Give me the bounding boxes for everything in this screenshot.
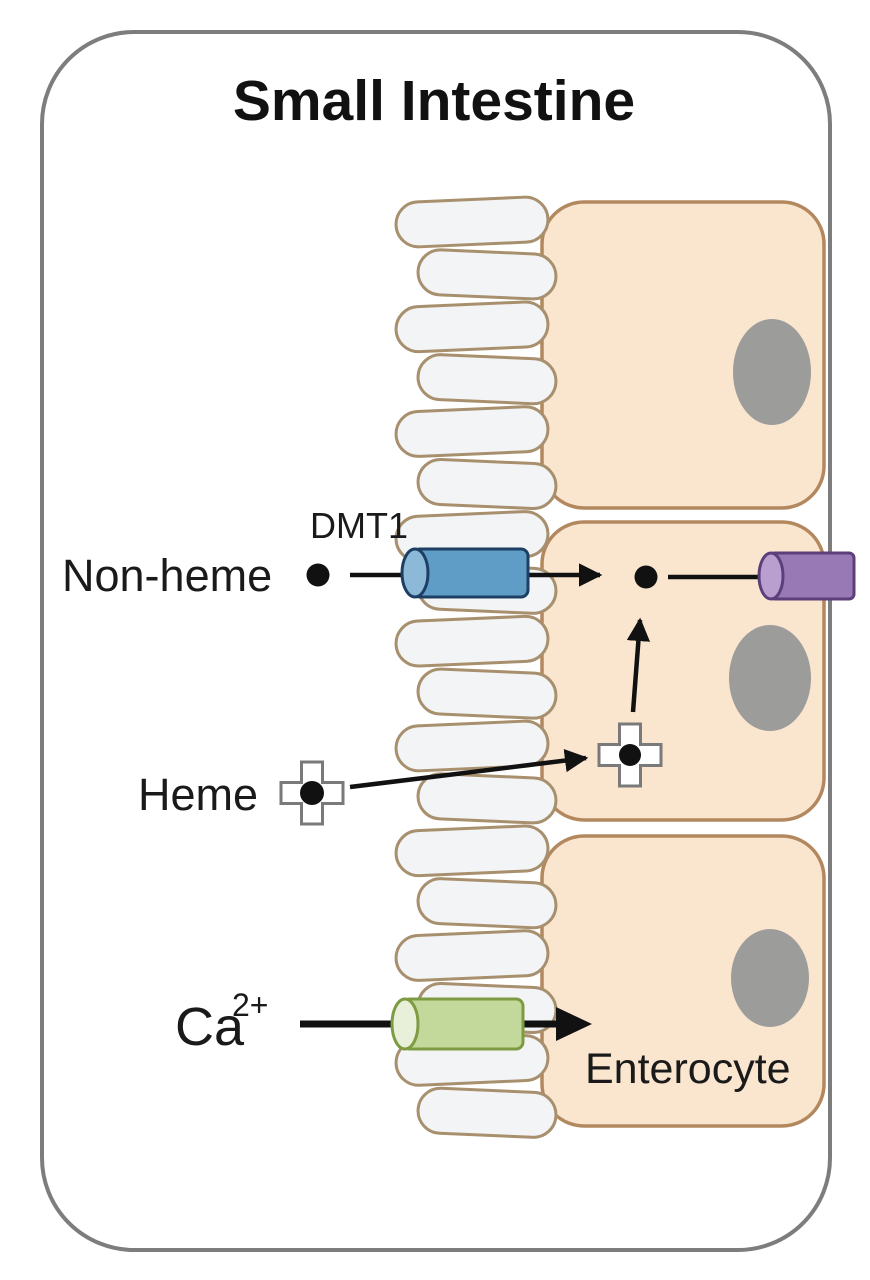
nucleus-top-cell [733, 319, 811, 425]
heme-label: Heme [138, 769, 258, 820]
villus-fold [416, 1086, 558, 1139]
enterocyte-cell-bottom [540, 834, 826, 1128]
diagram-title: Small Intestine [233, 69, 635, 133]
villus-fold [416, 353, 558, 406]
calcium-channel-icon [390, 997, 525, 1051]
calcium-arrowhead-icon [556, 1007, 592, 1041]
villus-fold [394, 719, 550, 773]
heme-iron-dot-cytosol [619, 744, 641, 766]
villus-fold [416, 667, 558, 720]
calcium-superscript: 2+ [232, 987, 268, 1023]
basolateral-cylinder-cap [757, 551, 785, 601]
non-heme-pathway [306, 547, 856, 601]
enterocyte-cells [540, 200, 826, 1128]
villus-fold [394, 929, 550, 982]
calcium-cylinder-body [401, 997, 525, 1051]
villus-fold [416, 772, 558, 825]
calcium-cylinder-cap [390, 997, 420, 1051]
non-heme-label: Non-heme [62, 550, 272, 601]
dmt1-cylinder-cap [400, 547, 430, 599]
calcium-pathway [300, 997, 592, 1051]
basolateral-transporter-icon [757, 551, 856, 601]
calcium-label: Ca [175, 997, 245, 1057]
nucleus-bottom-cell [731, 929, 809, 1027]
villus-fold [416, 877, 558, 930]
heme-release-arrow [626, 617, 651, 713]
villus-fold [394, 195, 550, 249]
heme-uptake-arrow [349, 748, 589, 790]
cell-nuclei [729, 319, 811, 1027]
villus-fold [394, 614, 550, 668]
enterocyte-cell-top [540, 200, 826, 510]
villus-fold [394, 824, 550, 878]
heme-pathway [279, 617, 663, 826]
villus-fold [394, 405, 550, 458]
enterocyte-label: Enterocyte [585, 1045, 791, 1093]
heme-iron-dot-lumen [300, 781, 324, 805]
dmt1-cylinder-body [411, 547, 530, 599]
nucleus-middle-cell [729, 625, 811, 731]
dmt1-transporter-icon [400, 547, 530, 599]
villus-fold [416, 248, 558, 301]
non-heme-iron-dot-cytosol [634, 565, 658, 589]
non-heme-iron-dot-lumen [306, 563, 330, 587]
villus-fold [394, 300, 550, 354]
villus-fold [416, 457, 558, 511]
dmt1-label: DMT1 [310, 505, 408, 546]
